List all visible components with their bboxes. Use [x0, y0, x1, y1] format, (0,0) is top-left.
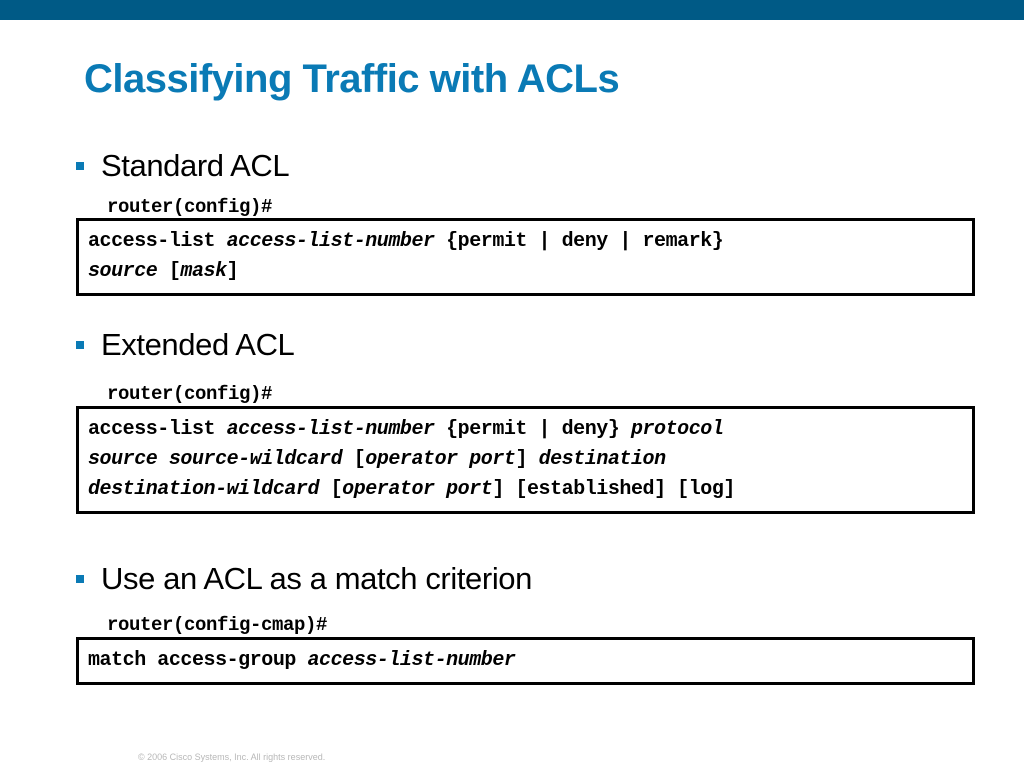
code-line: access-list access-list-number {permit |…	[88, 227, 972, 257]
code-keyword: ]	[226, 260, 239, 283]
code-box-standard-acl: access-list access-list-number {permit |…	[76, 218, 975, 296]
router-prompt: router(config)#	[107, 383, 273, 405]
code-keyword: {permit | deny | remark}	[434, 230, 724, 253]
code-placeholder: mask	[180, 260, 227, 283]
bullet-standard-acl: Standard ACL	[76, 146, 290, 186]
code-keyword: [	[157, 260, 181, 283]
code-placeholder: access-list-number	[226, 230, 435, 253]
code-keyword: ] [established] [log]	[492, 478, 735, 501]
code-placeholder: protocol	[630, 418, 724, 441]
code-placeholder: source source-wildcard	[88, 448, 343, 471]
copyright-footer: © 2006 Cisco Systems, Inc. All rights re…	[138, 752, 326, 762]
code-keyword: access-list	[88, 418, 227, 441]
code-box-extended-acl: access-list access-list-number {permit |…	[76, 406, 975, 514]
code-line: match access-group access-list-number	[88, 646, 972, 676]
code-keyword: {permit | deny}	[434, 418, 631, 441]
code-line: source source-wildcard [operator port] d…	[88, 445, 972, 475]
code-placeholder: source	[88, 260, 158, 283]
bullet-extended-acl: Extended ACL	[76, 325, 295, 365]
code-keyword: ]	[515, 448, 539, 471]
bullet-text: Standard ACL	[101, 148, 290, 183]
bullet-text: Extended ACL	[101, 327, 295, 362]
code-box-match-criterion: match access-group access-list-number	[76, 637, 975, 685]
code-placeholder: destination	[538, 448, 667, 471]
square-bullet-icon	[76, 162, 84, 170]
router-prompt: router(config-cmap)#	[107, 614, 328, 636]
code-line: destination-wildcard [operator port] [es…	[88, 475, 972, 505]
top-banner	[0, 0, 1024, 20]
code-keyword: match access-group	[88, 649, 308, 672]
code-keyword: access-list	[88, 230, 227, 253]
router-prompt: router(config)#	[107, 196, 273, 218]
code-placeholder: operator port	[365, 448, 516, 471]
code-line: source [mask]	[88, 257, 972, 287]
code-placeholder: access-list-number	[226, 418, 435, 441]
code-placeholder: access-list-number	[307, 649, 516, 672]
code-keyword: [	[319, 478, 343, 501]
code-placeholder: destination-wildcard	[88, 478, 320, 501]
code-line: access-list access-list-number {permit |…	[88, 415, 972, 445]
slide-title: Classifying Traffic with ACLs	[84, 57, 620, 101]
bullet-match-criterion: Use an ACL as a match criterion	[76, 559, 532, 599]
square-bullet-icon	[76, 575, 84, 583]
bullet-text: Use an ACL as a match criterion	[101, 561, 532, 596]
code-keyword: [	[342, 448, 366, 471]
code-placeholder: operator port	[342, 478, 493, 501]
square-bullet-icon	[76, 341, 84, 349]
